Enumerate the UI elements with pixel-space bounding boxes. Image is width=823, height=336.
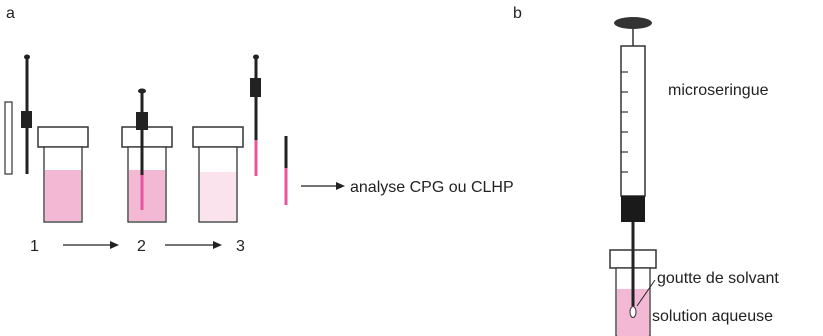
step-2-label: 2 bbox=[137, 238, 146, 255]
step-arrow-1 bbox=[63, 241, 119, 249]
panel-b-label: b bbox=[513, 5, 522, 22]
analysis-label: analyse CPG ou CLHP bbox=[350, 179, 514, 196]
microsyringe bbox=[614, 17, 652, 300]
step-3-label: 3 bbox=[236, 238, 245, 255]
panel-a-label: a bbox=[6, 5, 15, 22]
vial-2 bbox=[121, 88, 173, 223]
fibre-holder-loose bbox=[4, 54, 32, 175]
drop-label: goutte de solvant bbox=[657, 270, 779, 287]
drop-leader-line bbox=[636, 279, 656, 307]
solution-label: solution aqueuse bbox=[652, 308, 773, 325]
step-arrow-2 bbox=[165, 241, 222, 249]
vial-1 bbox=[37, 126, 89, 223]
microsyringe-label: microseringue bbox=[668, 82, 769, 99]
step-1-label: 1 bbox=[30, 238, 39, 255]
vial-3 bbox=[192, 126, 244, 223]
vial-b bbox=[609, 249, 657, 336]
analysis-arrow bbox=[301, 182, 345, 190]
fibre-holder-withdrawn bbox=[250, 54, 261, 176]
